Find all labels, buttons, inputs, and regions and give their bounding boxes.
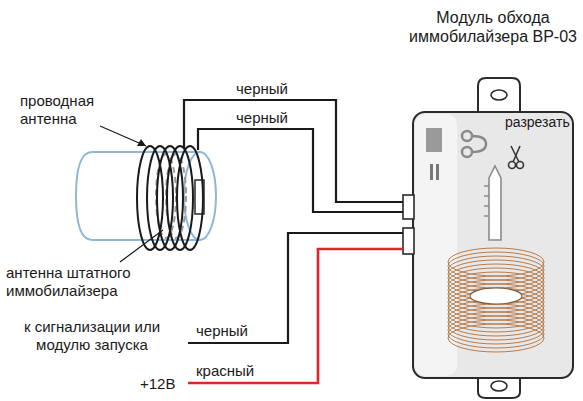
lock-cylinder: [76, 152, 216, 240]
housing-shade: [415, 114, 457, 376]
leader-line: [100, 126, 163, 262]
cut-jumper: [462, 131, 486, 157]
cut-label: разрезать: [505, 114, 575, 131]
module-housing: [413, 112, 573, 378]
wire-color-label: красный: [196, 362, 286, 380]
wire-color-label: черный: [196, 322, 276, 340]
module-box: Модуль обхода иммобилайзера ВР-03разреза…: [413, 112, 573, 378]
power-label: +12В: [140, 375, 186, 393]
wire-connector: [403, 195, 414, 219]
mount-hole: [491, 90, 507, 100]
scissors-symbol: [509, 146, 524, 169]
wire-color-label: черный: [236, 109, 310, 127]
red-wire: [188, 249, 403, 383]
antenna-callout: проводная антенна: [20, 92, 106, 128]
module-title: Модуль обхода иммобилайзера ВР-03: [405, 8, 581, 46]
wire-destination-label: к сигнализации или модулю запуска: [4, 318, 180, 354]
small-component: [430, 164, 439, 180]
black-wire: [184, 100, 403, 343]
chip-component: [426, 128, 442, 152]
module-coil: [448, 248, 544, 352]
coil-core: [470, 288, 522, 304]
antenna-callout: антенна штатного иммобилайзера: [6, 264, 146, 300]
coil-winding: [448, 324, 544, 352]
wire-color-label: черный: [236, 80, 316, 98]
leader-arrowhead: [137, 139, 146, 146]
key-symbol: [484, 166, 501, 240]
mount-hole: [491, 381, 507, 391]
wired-antenna: [137, 146, 203, 250]
wire-connector: [403, 228, 414, 254]
